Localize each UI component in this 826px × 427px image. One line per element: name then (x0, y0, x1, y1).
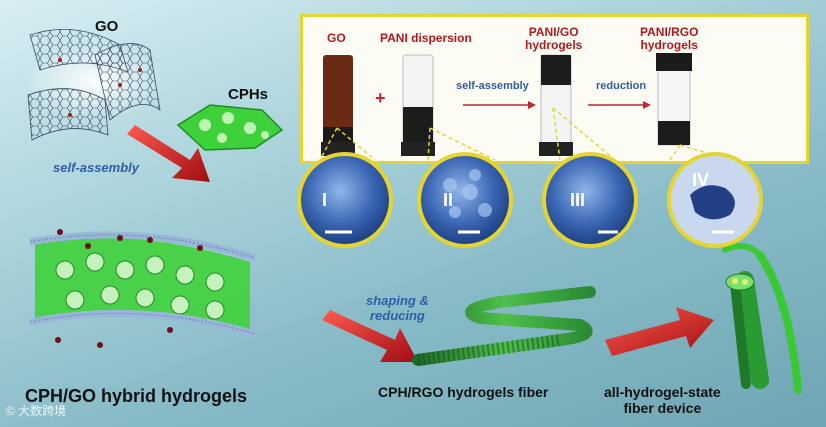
shaping-reducing-label: shaping & reducing (366, 293, 429, 323)
self-assembly-label-left: self-assembly (53, 160, 139, 175)
fiber-device-label: all-hydrogel-state fiber device (604, 384, 721, 416)
cph-go-hybrid-graphic (30, 229, 255, 348)
reduction-arrow-label: reduction (596, 80, 646, 92)
cphs-network-graphic (178, 105, 282, 150)
panel-label-pani-go: PANI/GO hydrogels (525, 26, 582, 52)
cphs-label: CPHs (228, 86, 268, 103)
self-assembly-arrow-label: self-assembly (456, 80, 529, 92)
sem-label-ii: II (443, 190, 453, 211)
panel-label-pani-rgo: PANI/RGO hydrogels (640, 26, 698, 52)
go-label: GO (95, 18, 118, 35)
sem-label-i: I (322, 190, 327, 211)
sem-label-iv: IV (692, 170, 709, 191)
panel-label-go: GO (327, 32, 346, 45)
cph-rgo-fiber-label: CPH/RGO hydrogels fiber (378, 384, 548, 400)
plus-sign: + (375, 88, 386, 109)
cph-rgo-fiber-graphic (418, 292, 590, 360)
device-arrow (605, 307, 714, 356)
sem-label-iii: III (570, 190, 585, 211)
fiber-device-graphic (725, 246, 798, 390)
panel-label-pani-dispersion: PANI dispersion (380, 32, 472, 45)
watermark: © 大数跨境 (6, 402, 66, 419)
